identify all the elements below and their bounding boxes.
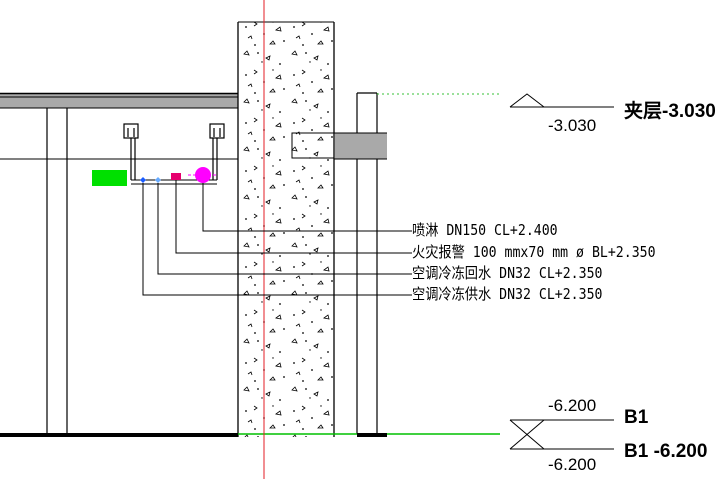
b1-level-full-label: B1 -6.200 bbox=[624, 441, 708, 462]
level-marker-icon bbox=[509, 93, 614, 108]
wall-opening bbox=[291, 132, 335, 159]
annotation-fire-alarm: 火灾报警 100 mmx70 mm ø BL+2.350 bbox=[412, 243, 656, 261]
b1-level-value-bottom: -6.200 bbox=[548, 455, 597, 474]
sprinkler-pipe-icon bbox=[188, 167, 218, 183]
right-column bbox=[334, 92, 387, 434]
annotation-sprinkler: 喷淋 DN150 CL+2.400 bbox=[412, 221, 558, 239]
level-marker-icon bbox=[509, 419, 614, 450]
annotation-chilled-return: 空调冷冻回水 DN32 CL+2.350 bbox=[412, 264, 603, 282]
annotation-chilled-supply: 空调冷冻供水 DN32 CL+2.350 bbox=[412, 285, 603, 303]
concrete-wall bbox=[237, 21, 335, 437]
b1-floor bbox=[0, 433, 500, 437]
mezzanine-level-value: -3.030 bbox=[548, 116, 597, 135]
leader-lines bbox=[142, 180, 412, 296]
mezzanine-slab bbox=[0, 92, 238, 160]
hanger-icon bbox=[123, 123, 139, 180]
mezzanine-level-label: 夹层-3.030 bbox=[624, 101, 716, 122]
left-column bbox=[46, 108, 68, 434]
hanger-icon bbox=[209, 123, 225, 180]
cable-tray bbox=[92, 170, 127, 186]
b1-level-value-top: -6.200 bbox=[548, 396, 597, 415]
chilled-water-pipe-icon bbox=[140, 177, 161, 183]
fire-alarm-box-icon bbox=[171, 173, 181, 180]
b1-level-label: B1 bbox=[624, 407, 649, 428]
